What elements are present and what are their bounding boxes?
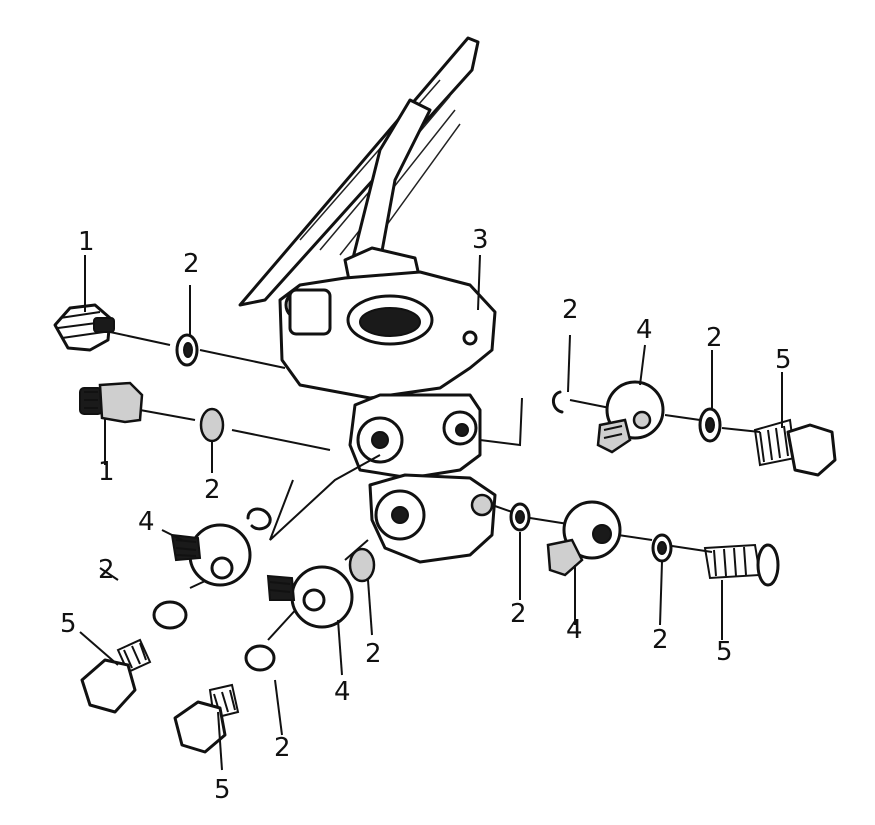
callout-4-right: 4: [636, 315, 653, 345]
callout-1-lower: 1: [98, 457, 115, 487]
washer-under-block: [348, 547, 376, 583]
washer-bottom-centre: [244, 644, 276, 672]
callout-2-left-low: 2: [98, 555, 115, 585]
washer-right-of-banjo: [698, 407, 722, 443]
callout-1-upper: 1: [78, 227, 95, 257]
callout-3: 3: [472, 225, 489, 255]
callout-5-lower-right: 5: [716, 637, 733, 667]
banjo-bolt-bottom: [173, 683, 240, 754]
washer-bottom-left: [152, 600, 188, 630]
banjo-bolt-lower-left: [80, 638, 152, 714]
callout-5-right: 5: [775, 345, 792, 375]
washer-upper-left: [175, 333, 199, 367]
washer-left-block: [246, 507, 272, 531]
banjo-fitting-upper-right: [596, 380, 665, 454]
washer-lower-mid: [509, 502, 531, 532]
callout-4-lower-right: 4: [566, 615, 583, 645]
washer-mid-left: [199, 407, 225, 443]
leader-lines: [79, 254, 783, 771]
brake-pedal-plate: [238, 36, 480, 307]
callout-labels: 1 2 3 2 4 2 5 1 2 4 2 5 2 4 2 5 2 4 2 5 …: [60, 225, 792, 805]
callout-2-upper-left: 2: [183, 249, 200, 279]
washer-right-upper: [552, 390, 564, 414]
callout-2-under-block: 2: [365, 639, 382, 669]
callout-2-bottom: 2: [274, 733, 291, 763]
callout-4-left: 4: [138, 507, 155, 537]
callout-2-lower-right: 2: [652, 625, 669, 655]
banjo-fitting-left: [170, 523, 252, 587]
valve-upper-housing: [278, 270, 497, 400]
banjo-fitting-centre: [266, 565, 354, 629]
banjo-bolt-upper-right: [753, 418, 837, 477]
callout-2-lower-mid: 2: [510, 599, 527, 629]
fitting-part-1-lower: [79, 381, 144, 424]
fitting-part-1-upper: [53, 303, 115, 352]
callout-2-right: 2: [706, 323, 723, 353]
banjo-bolt-lower-right: [703, 543, 780, 587]
washer-lower-right: [651, 533, 673, 563]
banjo-fitting-lower-right: [546, 500, 622, 577]
valve-lower-block: [348, 393, 497, 564]
callout-5-bottom: 5: [214, 775, 231, 805]
callout-4-centre: 4: [334, 677, 351, 707]
callout-5-left: 5: [60, 609, 77, 639]
callout-2-left-mid: 2: [204, 475, 221, 505]
callout-2-right-upper: 2: [562, 295, 579, 325]
